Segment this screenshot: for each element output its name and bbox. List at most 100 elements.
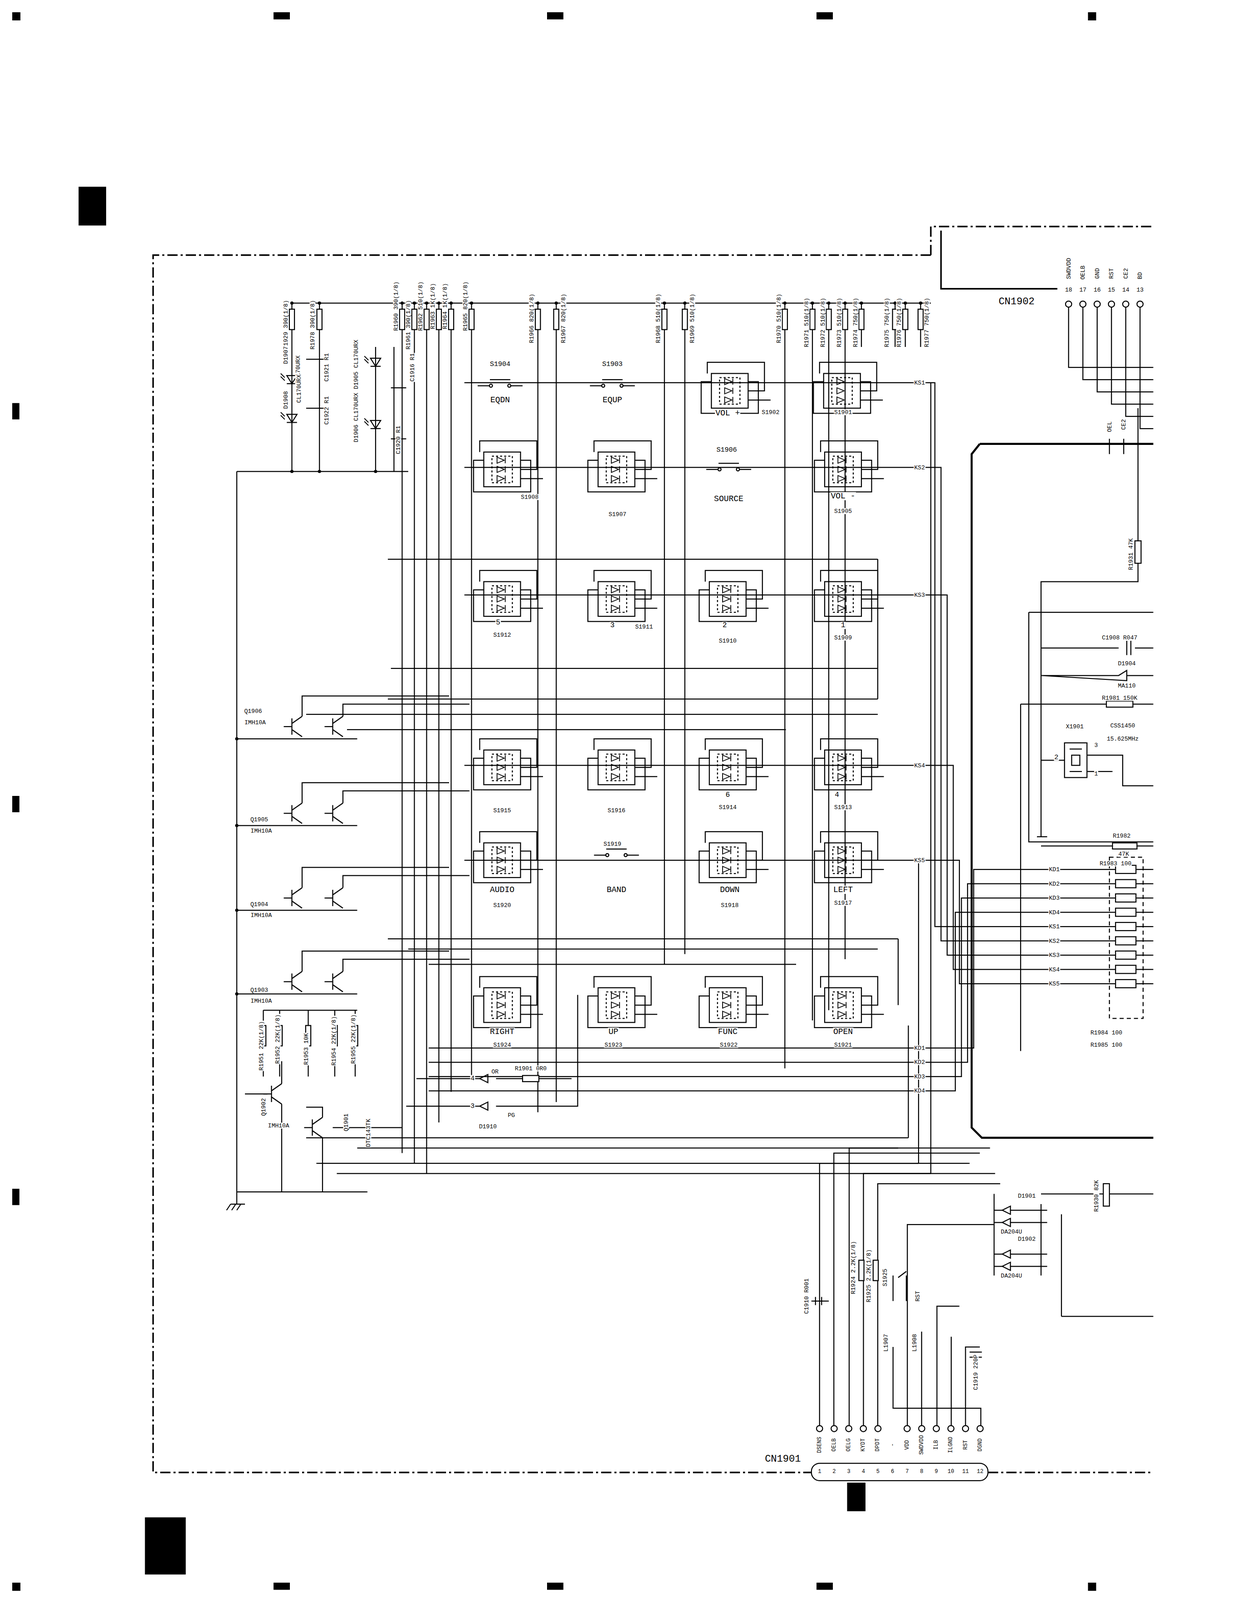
resistor-symbol [522,1075,539,1083]
part-label: 11 [961,1469,969,1475]
transistor-symbol [283,971,303,993]
part-label: UP [607,1027,619,1037]
wire [464,595,1116,956]
part-label: R1955 22K(1/8) [350,1013,357,1065]
wire [705,976,769,1015]
wire [1041,845,1154,847]
part-label: EQDN [489,396,511,405]
part-label: R1963 1K(1/8) [430,282,436,330]
switch-symbol [611,992,620,1000]
part-label: IMH10A [250,827,273,834]
part-label: DTC143TK [365,1118,372,1148]
wire [594,738,658,777]
part-label: S1914 [718,804,738,811]
connector-pin [1094,301,1101,308]
part-label: S1906 [715,446,738,454]
resistor-symbol [424,309,430,330]
wire [699,851,757,884]
part-label: R1971 510(1/8) [803,297,810,348]
part-label: 5 [875,1469,881,1475]
part-label: S1912 [492,631,512,638]
switch-symbol [836,378,846,386]
switch-symbol [836,396,846,404]
part-label: OELG [845,1438,852,1453]
connector-pin [831,1425,838,1433]
part-label: KD1 [1048,866,1061,873]
led-symbol [280,412,285,420]
wire [819,362,884,401]
part-label: R1973 510(1/8) [836,297,842,348]
wire [844,347,846,960]
wire [425,347,427,1174]
wire [820,976,885,1015]
wire [428,869,1116,1049]
switch-symbol [709,750,747,786]
connector-pin [904,1425,911,1433]
wire [236,696,470,740]
wire [428,898,1116,1077]
part-label: S1918 [720,902,739,909]
connector-pin [845,1425,852,1433]
wire [811,347,813,1021]
resistor-symbol [317,309,323,330]
board-border [987,1471,1154,1474]
part-label: C1922 R1 [323,395,330,425]
wire [705,831,769,870]
part-label: S1908 [520,493,539,500]
part-label: S1921 [833,1042,853,1049]
switch-symbol [823,373,861,409]
wire [387,938,899,940]
switch-symbol [492,586,513,613]
resistor-symbol [809,309,815,330]
part-label: KYDT [860,1438,866,1453]
switch-symbol [724,396,734,404]
switch-symbol [484,452,521,488]
part-label: 6 [890,1469,895,1475]
diode-symbol [479,1074,489,1111]
connector-pin [1122,301,1130,308]
switch-symbol [724,387,734,395]
switch-symbol [824,581,862,617]
part-label: OELB [1080,264,1086,280]
junction-dot [234,824,239,828]
junction-dot [234,737,239,741]
wire [473,758,531,791]
switch-symbol [594,849,640,856]
resistor-symbol [1106,701,1134,708]
wire [464,382,1116,927]
part-label: KD4 [914,1088,926,1095]
part-label: DA204U [1000,1272,1023,1279]
switch-symbol [837,866,846,873]
part-label: R1967 820(1/8) [560,293,567,344]
capacitor-symbol [811,1297,829,1306]
switch-symbol [718,468,722,472]
resistor-symbol [902,309,908,330]
junction-dot [826,301,831,305]
part-label: Q1901 [342,1113,349,1132]
resistor-symbol [842,309,848,330]
part-label: IMH10A [267,1122,290,1129]
wire [1041,749,1154,787]
ground-symbol [226,471,368,1211]
junction-dot [469,301,474,305]
part-label: OPEN [832,1027,854,1037]
part-label: CL170URX [296,374,303,404]
ground-symbol [1036,836,1048,838]
wire [814,758,872,791]
part-label: PG [507,1112,516,1119]
wire [357,1147,899,1149]
wire [479,976,544,1015]
switch-symbol [709,987,747,1023]
part-label: CE2 [1120,418,1127,431]
switch-symbol [722,586,731,594]
switch-symbol [722,992,731,1000]
part-label: S1903 [601,361,623,368]
junction-dot [903,301,907,305]
wire [347,729,787,731]
switch-symbol [837,755,846,762]
part-label: C1910 R001 [803,1277,810,1315]
resistor-symbol [1115,922,1136,931]
wire [464,860,1116,984]
part-label: 17 [1078,287,1087,294]
part-label: C1919 220P [972,1354,979,1391]
